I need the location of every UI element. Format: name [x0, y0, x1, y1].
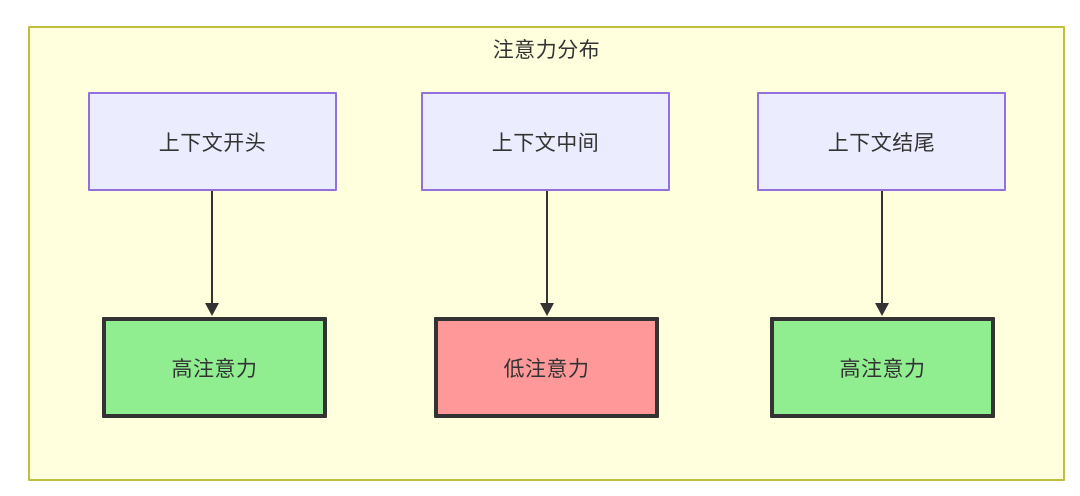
edge-line-middle-to-low [546, 191, 548, 303]
node-context-middle[interactable]: 上下文中间 [421, 92, 670, 191]
edge-line-end-to-high [881, 191, 883, 303]
subgraph-title: 注意力分布 [492, 39, 601, 62]
node-attention-high-end[interactable]: 高注意力 [770, 317, 995, 418]
edge-arrowhead-start-to-high [205, 303, 219, 316]
node-attention-low-middle[interactable]: 低注意力 [434, 317, 659, 418]
node-attention-high-start[interactable]: 高注意力 [102, 317, 327, 418]
edge-arrowhead-middle-to-low [540, 303, 554, 316]
edge-line-start-to-high [211, 191, 213, 303]
edge-arrowhead-end-to-high [875, 303, 889, 316]
node-context-start[interactable]: 上下文开头 [88, 92, 337, 191]
node-context-end[interactable]: 上下文结尾 [757, 92, 1006, 191]
